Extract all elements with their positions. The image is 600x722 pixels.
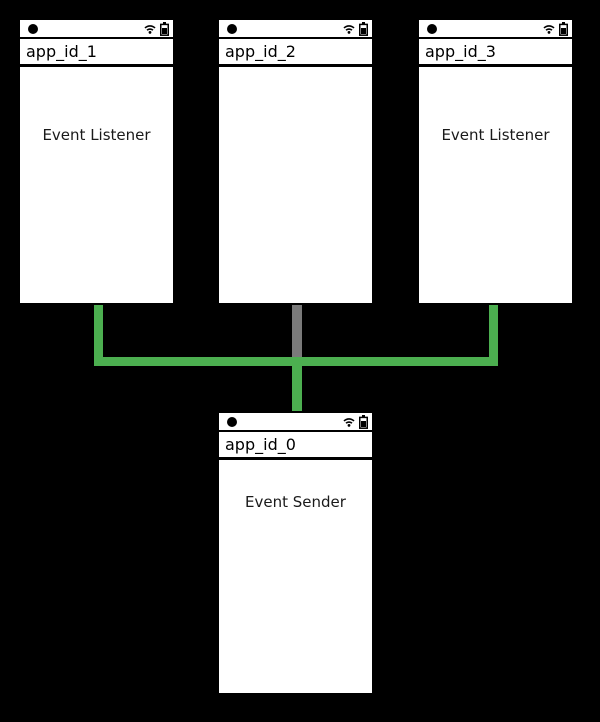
window-title: app_id_2 bbox=[219, 39, 372, 67]
window-body: Event Listener bbox=[419, 125, 572, 145]
body-text: Event Listener bbox=[441, 126, 550, 144]
camera-dot-icon bbox=[427, 23, 437, 34]
wifi-icon bbox=[144, 24, 156, 34]
window-body: Event Listener bbox=[20, 125, 173, 145]
battery-icon bbox=[359, 21, 368, 36]
wifi-icon bbox=[343, 417, 355, 427]
body-text: Event Sender bbox=[245, 493, 346, 511]
camera-dot-icon bbox=[28, 23, 38, 34]
window-title: app_id_3 bbox=[419, 39, 572, 67]
app-window-2: app_id_2 bbox=[217, 18, 374, 305]
battery-icon bbox=[359, 414, 368, 429]
status-icons bbox=[543, 21, 568, 36]
window-body: Event Sender bbox=[219, 492, 372, 512]
connector-app3-drop bbox=[489, 303, 498, 366]
body-text: Event Listener bbox=[42, 126, 151, 144]
status-bar bbox=[219, 413, 372, 432]
window-title: app_id_0 bbox=[219, 432, 372, 460]
connector-app2-drop-inactive bbox=[292, 303, 302, 362]
status-bar bbox=[219, 20, 372, 39]
connector-app1-drop bbox=[94, 303, 103, 366]
battery-icon bbox=[559, 21, 568, 36]
wifi-icon bbox=[543, 24, 555, 34]
status-bar bbox=[419, 20, 572, 39]
camera-dot-icon bbox=[227, 416, 237, 427]
status-icons bbox=[343, 414, 368, 429]
camera-dot-icon bbox=[227, 23, 237, 34]
status-bar bbox=[20, 20, 173, 39]
app-window-3: app_id_3 Event Listener bbox=[417, 18, 574, 305]
status-icons bbox=[343, 21, 368, 36]
wifi-icon bbox=[343, 24, 355, 34]
status-icons bbox=[144, 21, 169, 36]
connector-app0-drop bbox=[292, 357, 302, 413]
app-window-1: app_id_1 Event Listener bbox=[18, 18, 175, 305]
app-window-0: app_id_0 Event Sender bbox=[217, 411, 374, 695]
window-title: app_id_1 bbox=[20, 39, 173, 67]
battery-icon bbox=[160, 21, 169, 36]
